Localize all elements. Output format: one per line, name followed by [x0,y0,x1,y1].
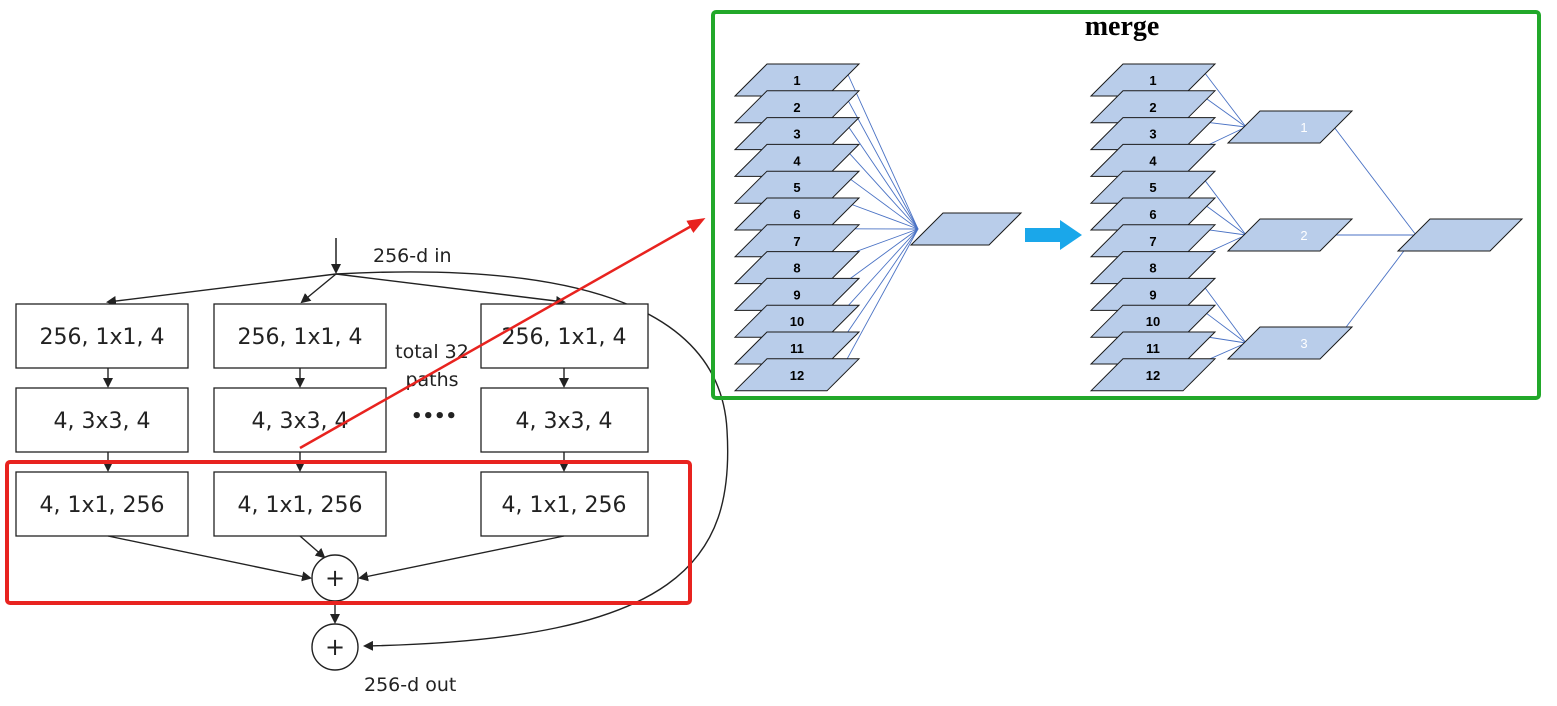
branch1-conv1-label: 256, 1x1, 4 [40,325,165,350]
split-arrow-middle [300,273,337,304]
left-layer-12 [733,358,861,392]
group-layer-2 [1226,218,1354,252]
left-connector-9 [844,228,919,283]
branch2-conv2-label: 4, 3x3, 4 [252,409,349,434]
right-layer-number-4: 4 [1149,153,1157,168]
left-layer-number-7: 7 [793,234,800,249]
left-connector-4 [844,148,919,230]
branch2-conv3-label: 4, 1x1, 256 [238,493,363,518]
group-layer-3 [1226,326,1354,360]
right-layer-number-7: 7 [1149,234,1156,249]
merge-panel [711,10,1541,400]
right-layer-number-2: 2 [1149,100,1156,115]
left-layer-number-6: 6 [793,207,800,222]
branch32-conv2-box [480,387,649,453]
left-layer-number-8: 8 [793,261,800,276]
aggregate-arrow-right [358,535,565,582]
split-arrow-right [335,273,566,306]
left-connector-1 [844,67,919,230]
right-connector-6 [1200,201,1247,236]
branch32-conv3-label: 4, 1x1, 256 [502,493,627,518]
group-layer-1 [1226,110,1354,144]
branch32-conv3-box [480,471,649,537]
group-layer-number-2: 2 [1300,228,1307,243]
right-layer-number-8: 8 [1149,261,1156,276]
right-layer-number-5: 5 [1149,180,1156,195]
branch1-conv1-box [15,303,189,369]
resnext-block: 256-d in 256, 1x1, 4 256, 1x1, 4 256, 1x… [15,238,729,696]
left-merged-output [909,212,1023,246]
ellipsis: •••• [411,406,457,427]
sum-node-residual-symbol: + [325,633,345,661]
output-label: 256-d out [364,674,456,696]
right-connector-1 [1200,67,1247,128]
right-layer-number-3: 3 [1149,127,1156,142]
left-connector-3 [844,121,919,230]
branch1-conv2-label: 4, 3x3, 4 [54,409,151,434]
highlight-box [5,460,692,605]
left-layer-number-2: 2 [793,100,800,115]
branch2-conv1-box [213,303,387,369]
right-layer-number-10: 10 [1146,314,1160,329]
left-layer-number-9: 9 [793,287,800,302]
branch1-conv3-box [15,471,189,537]
group-layer-number-1: 1 [1300,120,1307,135]
branch32-conv1-box [480,303,649,369]
branch32-conv2-label: 4, 3x3, 4 [516,409,613,434]
left-connector-12 [844,228,919,364]
sum-node-residual [311,623,359,671]
left-connector-6 [844,201,919,230]
left-connector-10 [844,228,919,310]
left-connector-2 [844,94,919,230]
right-layer-number-6: 6 [1149,207,1156,222]
pointer-arrow [299,218,706,450]
paths-label-line1: total 32 [395,341,469,363]
transform-arrow [1025,220,1082,250]
group-layer-number-3: 3 [1300,336,1307,351]
left-layer-number-5: 5 [793,180,800,195]
right-connector-9 [1200,282,1247,344]
left-connector-11 [844,228,919,337]
aggregate-arrow-left [107,535,312,582]
left-layer-number-10: 10 [790,314,804,329]
left-connector-5 [844,174,919,230]
skip-connection [335,271,729,651]
left-layer-number-4: 4 [793,153,801,168]
aggregate-arrow-middle [299,535,326,559]
group-to-final-connector-1 [1333,126,1417,236]
group-to-final-connector-3 [1333,234,1417,344]
sum-node-aggregate-symbol: + [325,564,345,592]
branch2-conv1-label: 256, 1x1, 4 [238,325,363,350]
branch2-conv2-box [213,387,387,453]
left-layer-number-12: 12 [790,368,804,383]
right-connector-10 [1200,308,1247,344]
final-merged-output [1396,218,1524,252]
left-layer-number-1: 1 [793,73,800,88]
right-layer-number-11: 11 [1146,341,1160,356]
right-connector-5 [1200,174,1247,236]
paths-label-line2: paths [405,369,458,391]
left-layer-number-3: 3 [793,127,800,142]
right-layer-12 [1089,358,1217,392]
branch1-conv2-box [15,387,189,453]
right-layer-number-1: 1 [1149,73,1156,88]
right-connector-2 [1200,94,1247,128]
merge-title: merge [1085,11,1160,42]
branch32-conv1-label: 256, 1x1, 4 [502,325,627,350]
branch1-conv3-label: 4, 1x1, 256 [40,493,165,518]
split-arrow-left [106,273,337,306]
right-layer-number-9: 9 [1149,287,1156,302]
left-layer-number-11: 11 [790,341,804,356]
right-layer-number-12: 12 [1146,368,1160,383]
input-label: 256-d in [373,245,452,267]
